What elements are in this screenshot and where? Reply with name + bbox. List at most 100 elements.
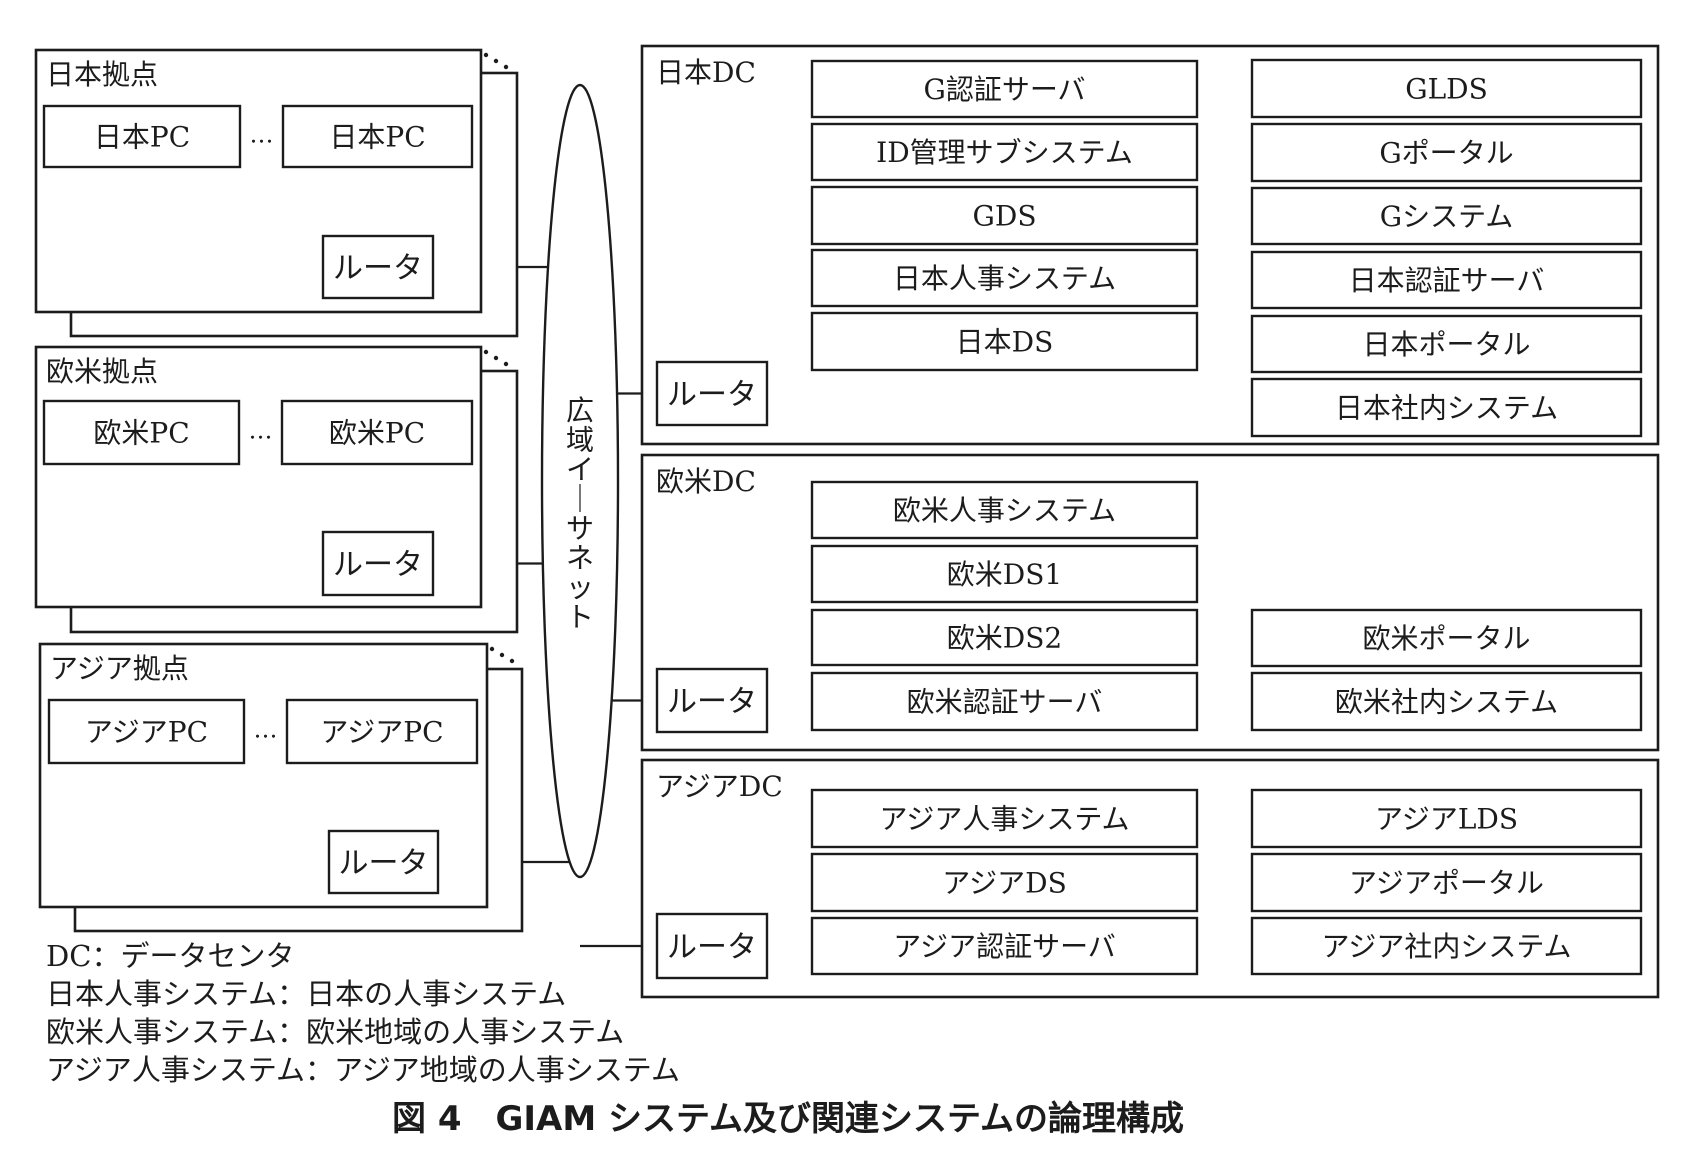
stack-dot [503, 361, 509, 367]
stack-dot [503, 64, 509, 70]
system-label: 欧米ポータル [1362, 622, 1530, 655]
pc-label: 欧米PC [93, 417, 189, 450]
pc-label: 欧米PC [329, 417, 425, 450]
system-box [1250, 608, 1643, 668]
stack-dot [493, 355, 499, 361]
system-label: アジア社内システム [1321, 930, 1571, 963]
pc-box [285, 698, 479, 765]
base-title: アジア拠点 [50, 652, 189, 685]
system-box [1250, 377, 1643, 438]
datacenter-japan-dc: 日本DCルータG認証サーバID管理サブシステムGDS日本人事システム日本DSGL… [640, 44, 1660, 446]
system-label: G認証サーバ [923, 73, 1085, 106]
router-label: ルータ [667, 930, 757, 965]
ethernet-label-char: サ [566, 512, 594, 545]
system-box [1250, 314, 1643, 374]
pc-box [42, 399, 241, 466]
system-box [810, 788, 1199, 849]
pc-box [281, 104, 474, 169]
stack-dot [489, 646, 495, 652]
router-label: ルータ [333, 547, 423, 582]
system-box [810, 185, 1199, 246]
dc-title: 日本DC [656, 56, 756, 89]
system-box [810, 916, 1199, 976]
system-label: Gシステム [1380, 200, 1514, 233]
pc-box [47, 698, 246, 765]
system-box [810, 59, 1199, 119]
router-box [655, 912, 769, 980]
router-box [327, 829, 440, 895]
system-box [810, 671, 1199, 732]
datacenter-europe-dc: 欧米DCルータ欧米人事システム欧米DS1欧米DS2欧米認証サーバ欧米ポータル欧米… [640, 453, 1660, 752]
system-label: 欧米社内システム [1335, 686, 1558, 719]
ethernet-label: 広域イ｜サネット [566, 394, 594, 634]
system-label: アジア人事システム [879, 803, 1129, 836]
legend-line: アジア人事システム：アジア地域の人事システム [46, 1053, 680, 1087]
stack-dot [499, 652, 505, 658]
router-box [655, 360, 769, 427]
ethernet-label-char: ｜ [566, 483, 594, 516]
system-label: 日本ポータル [1362, 328, 1530, 361]
system-box [810, 122, 1199, 182]
system-label: Gポータル [1379, 137, 1513, 170]
ethernet-label-char: イ [566, 453, 594, 486]
dc-title: アジアDC [656, 770, 783, 803]
system-box [810, 544, 1199, 604]
ethernet-label-char: ネ [566, 542, 594, 575]
base-title: 日本拠点 [46, 58, 158, 91]
router-box [321, 234, 435, 300]
dc-title: 欧米DC [656, 465, 756, 498]
ethernet-label-char: ト [566, 601, 594, 634]
ethernet-label-char: ッ [566, 571, 594, 604]
router-label: ルータ [667, 684, 757, 719]
legend-line: 欧米人事システム：欧米地域の人事システム [46, 1015, 624, 1049]
system-label: アジアLDS [1375, 803, 1518, 836]
legend: DC：データセンタ日本人事システム：日本の人事システム欧米人事システム：欧米地域… [46, 939, 680, 1087]
ethernet-label-char: 域 [566, 424, 594, 457]
stack-dot [493, 58, 499, 64]
system-label: GDS [973, 200, 1037, 233]
system-box [810, 311, 1199, 372]
router-label: ルータ [333, 251, 423, 286]
system-label: 日本人事システム [893, 262, 1116, 295]
system-label: 欧米人事システム [893, 494, 1116, 527]
system-box [1250, 916, 1643, 976]
system-box [1250, 250, 1643, 310]
ethernet-label-char: 広 [566, 394, 594, 427]
router-label: ルータ [339, 846, 429, 881]
system-label: ID管理サブシステム [876, 136, 1133, 169]
system-label: アジアポータル [1349, 867, 1544, 900]
legend-line: 日本人事システム：日本の人事システム [46, 977, 566, 1011]
router-box [655, 667, 769, 734]
system-label: GLDS [1405, 73, 1488, 106]
system-box [810, 608, 1199, 667]
system-label: 欧米DS2 [947, 622, 1062, 655]
pc-ellipsis: … [249, 417, 273, 445]
stack-dot [483, 52, 489, 58]
legend-line: DC：データセンタ [46, 939, 294, 973]
datacenter-asia-dc: アジアDCルータアジア人事システムアジアDSアジア認証サーバアジアLDSアジアポ… [640, 758, 1660, 999]
router-label: ルータ [667, 377, 757, 412]
figure-caption: 図 4 GIAM システム及び関連システムの論理構成 [392, 1099, 1184, 1139]
pc-label: 日本PC [94, 121, 190, 154]
pc-label: アジアPC [85, 716, 208, 749]
system-label: アジアDS [942, 867, 1067, 900]
pc-ellipsis: … [254, 716, 278, 744]
system-box [1250, 122, 1643, 183]
system-box [1250, 58, 1643, 119]
router-box [321, 530, 435, 597]
pc-ellipsis: … [250, 121, 274, 149]
system-box [1250, 788, 1643, 849]
pc-label: 日本PC [329, 121, 425, 154]
stack-dot [483, 349, 489, 355]
system-label: 日本認証サーバ [1349, 264, 1545, 297]
system-box [810, 480, 1199, 540]
wide-area-ethernet: 広域イ｜サネット [540, 83, 620, 879]
pc-label: アジアPC [320, 716, 443, 749]
pc-box [42, 104, 242, 169]
system-box [810, 852, 1199, 913]
